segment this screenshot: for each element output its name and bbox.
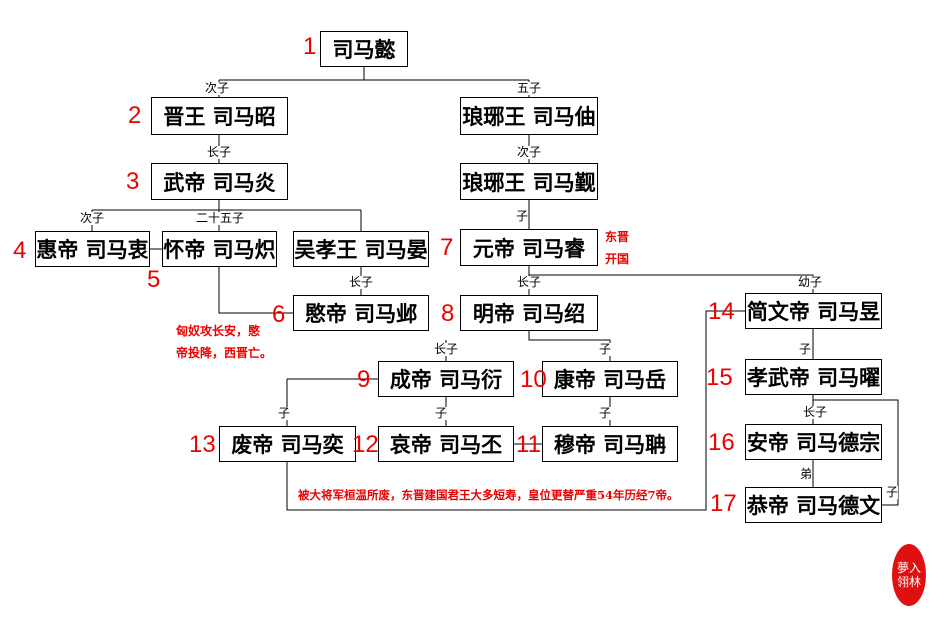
person-box: 惠帝 司马衷 [35, 231, 150, 267]
generation-number: 14 [708, 298, 735, 325]
relation-label: 弟 [800, 467, 813, 481]
relation-label: 次子 [517, 145, 542, 159]
person-box: 愍帝 司马邺 [293, 295, 429, 331]
relation-label: 幼子 [798, 275, 823, 289]
relation-label: 二十五子 [196, 211, 245, 225]
relation-label: 子 [435, 406, 448, 420]
relation-label: 子 [799, 342, 812, 356]
relation-label: 次子 [80, 211, 105, 225]
person-box: 恭帝 司马德文 [745, 487, 882, 523]
generation-number: 5 [147, 266, 161, 293]
person-box: 明帝 司马绍 [460, 295, 598, 331]
generation-number: 6 [272, 301, 286, 328]
person-box: 晋王 司马昭 [151, 97, 288, 135]
seal-stamp: 夢入翎林 [892, 544, 926, 606]
generation-number: 2 [128, 102, 142, 129]
person-box: 司马懿 [320, 31, 408, 67]
relation-label: 次子 [205, 81, 230, 95]
generation-number: 17 [710, 490, 737, 517]
relation-label: 长子 [207, 145, 232, 159]
person-box: 安帝 司马德宗 [745, 424, 882, 460]
person-box: 武帝 司马炎 [151, 163, 288, 200]
west-jin-fall-note: 匈奴攻长安，愍帝投降，西晋亡。 [176, 320, 272, 364]
relation-label: 五子 [517, 81, 542, 95]
generation-number: 11 [516, 431, 541, 458]
person-box: 哀帝 司马丕 [378, 426, 514, 462]
relation-label: 子 [516, 209, 529, 223]
seal-text: 夢入翎林 [896, 561, 921, 589]
relation-label: 子 [278, 406, 291, 420]
relation-label: 长子 [349, 275, 374, 289]
east-jin-founding-note: 东晋开国 [605, 226, 629, 270]
person-box: 琅琊王 司马伷 [460, 97, 598, 135]
relation-label: 子 [599, 342, 612, 356]
person-box: 穆帝 司马聃 [542, 426, 678, 462]
person-box: 简文帝 司马昱 [745, 293, 882, 329]
generation-number: 4 [13, 237, 27, 264]
relation-label: 长子 [434, 342, 459, 356]
person-box: 孝武帝 司马曜 [745, 359, 882, 395]
note-line: 帝投降，西晋亡。 [176, 346, 273, 360]
generation-number: 1 [303, 33, 317, 60]
generation-number: 9 [357, 366, 371, 393]
generation-number: 8 [441, 300, 455, 327]
person-box: 元帝 司马睿 [460, 229, 598, 266]
east-jin-summary-note: 被大将军桓温所废，东晋建国君王大多短寿，皇位更替严重54年历经7帝。 [298, 488, 679, 502]
relation-label: 长子 [803, 405, 828, 419]
note-line: 东晋 [605, 230, 630, 244]
note-line: 匈奴攻长安，愍 [176, 324, 261, 338]
note-line: 开国 [605, 252, 630, 266]
relation-label: 子 [886, 485, 899, 499]
relation-label: 子 [599, 406, 612, 420]
person-box: 成帝 司马衍 [378, 361, 514, 397]
generation-number: 10 [520, 366, 547, 393]
relation-label: 长子 [517, 275, 542, 289]
person-box: 琅琊王 司马觐 [460, 163, 598, 200]
person-box: 怀帝 司马炽 [162, 231, 277, 267]
person-box: 废帝 司马奕 [219, 426, 356, 462]
person-box: 吴孝王 司马晏 [293, 231, 429, 267]
generation-number: 13 [189, 431, 216, 458]
generation-number: 7 [440, 234, 454, 261]
person-box: 康帝 司马岳 [542, 361, 678, 397]
generation-number: 15 [706, 364, 733, 391]
generation-number: 16 [708, 429, 735, 456]
generation-number: 12 [352, 431, 379, 458]
generation-number: 3 [126, 168, 140, 195]
